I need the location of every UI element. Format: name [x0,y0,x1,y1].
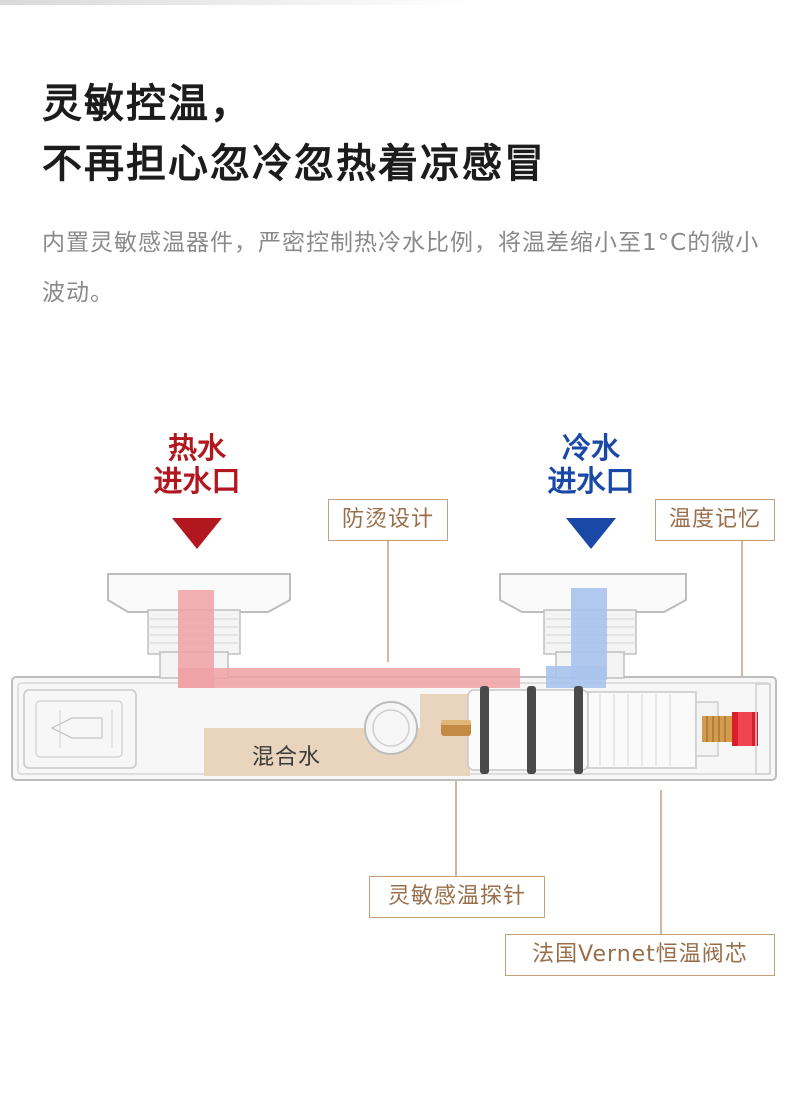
hot-water-channel [178,590,520,688]
hot-inlet-arrow-icon [172,518,222,549]
vernet-core-callout: 法国Vernet恒温阀芯 [505,934,775,976]
headline-line-2: 不再担心忽冷忽热着凉感冒 [42,141,546,187]
cold-inlet-label-line-2: 进水口 [547,464,635,498]
cold-inlet-label: 冷水 进水口 [532,432,650,498]
thermostatic-cartridge [467,686,719,774]
anti-scald-callout: 防烫设计 [328,499,448,541]
hot-inlet-label: 热水 进水口 [138,432,256,498]
cold-water-channel [546,588,607,688]
left-end-cap [23,689,137,769]
right-end-cap [755,683,771,775]
temperature-memory-spindle [702,712,758,746]
temperature-memory-callout: 温度记忆 [655,499,775,541]
headline-line-1: 灵敏控温， [42,81,252,127]
mixed-water-chamber [204,694,470,776]
top-divider [0,0,470,5]
cold-inlet-label-line-1: 冷水 [561,431,620,465]
sensitive-probe-callout: 灵敏感温探针 [369,876,545,918]
hot-inlet-label-line-2: 进水口 [153,464,241,498]
mixed-water-label: 混合水 [252,745,322,770]
temperature-probe [441,720,471,736]
hot-inlet-label-line-1: 热水 [167,431,226,465]
description: 内置灵敏感温器件，严密控制热冷水比例，将温差缩小至1°C的微小波动。 [42,230,760,306]
cold-inlet-arrow-icon [566,518,616,549]
